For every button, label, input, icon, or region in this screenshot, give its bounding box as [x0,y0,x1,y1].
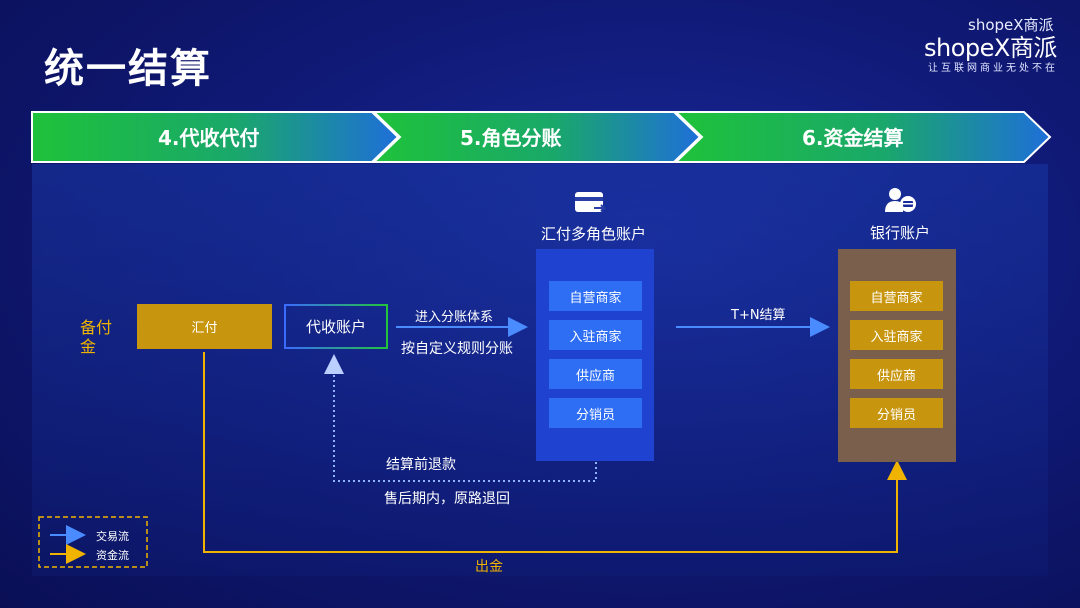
multi-role-item-label: 入驻商家 [569,329,622,345]
withdraw-label: 出金 [475,559,503,575]
legend-box [38,516,148,568]
logo-top-text: shopeX商派 [968,16,1054,34]
bank-item-label: 分销员 [876,407,916,423]
bank-title: 银行账户 [870,224,931,242]
multi-role-item-label: 分销员 [575,407,615,423]
withdraw-path [203,352,907,553]
user-card-icon [885,188,916,212]
settle-label: T+N结算 [731,308,786,323]
multi-role-item-distributor: 分销员 [549,398,642,428]
huifu-box: 汇付 [137,304,272,349]
step-banner: 4.代收代付 5.角色分账 6.资金结算 [30,110,1052,164]
multi-role-item-label: 自营商家 [569,290,622,306]
multi-role-item-settled: 入驻商家 [549,320,642,350]
bank-item-label: 自营商家 [870,290,923,306]
multi-role-item-supplier: 供应商 [549,359,642,389]
page-title: 统一结算 [44,46,212,92]
multi-role-title: 汇付多角色账户 [541,225,647,243]
refund-label-top: 结算前退款 [386,457,456,473]
refund-path [324,354,597,482]
bank-item-label: 入驻商家 [870,329,923,345]
multi-role-item-self: 自营商家 [549,281,642,311]
legend-trade-label: 交易流 [96,530,129,543]
collect-account-label: 代收账户 [305,318,366,336]
step-arrow-3 [673,111,1052,163]
split-label-bottom: 按自定义规则分账 [401,341,513,357]
logo-slogan: 让互联网商业无处不在 [928,63,1058,74]
legend-fund-label: 资金流 [96,549,129,562]
multi-role-item-label: 供应商 [575,368,615,384]
split-label-top: 进入分账体系 [415,310,494,325]
refund-label-bottom: 售后期内，原路退回 [384,491,510,507]
step-banner-shapes [31,111,1052,163]
step-label-collect: 4.代收代付 [158,126,260,150]
card-icon [575,192,606,212]
reserve-fund-label: 备付 金 [80,318,113,356]
step-arrow-1 [31,111,400,163]
huifu-label: 汇付 [191,321,218,336]
bank-item-settled: 入驻商家 [850,320,943,350]
step-label-settle: 6.资金结算 [802,126,904,150]
bank-item-label: 供应商 [876,368,916,384]
logo-main-text: shopeX商派 [924,34,1057,62]
collect-account-box: 代收账户 [284,304,388,349]
step-label-split: 5.角色分账 [460,126,562,150]
step-arrow-2 [371,111,702,163]
bank-item-distributor: 分销员 [850,398,943,428]
bank-item-self: 自营商家 [850,281,943,311]
bank-item-supplier: 供应商 [850,359,943,389]
